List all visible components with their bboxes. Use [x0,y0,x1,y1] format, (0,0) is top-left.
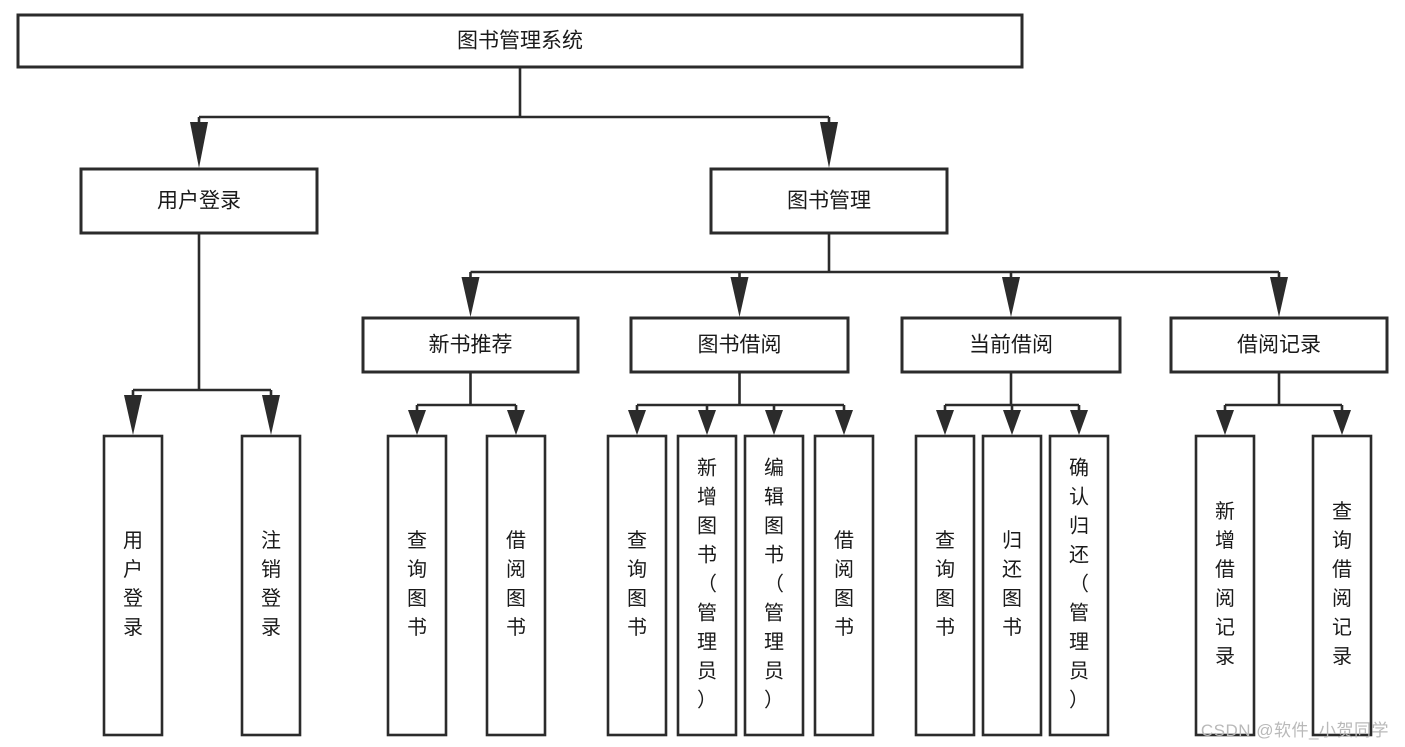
arrow-head-icon [1270,277,1288,317]
node-label: 新增借阅记录 [1215,500,1235,668]
node-leaf-add-borrow-record[interactable]: 新增借阅记录 [1194,434,1256,737]
arrow-head-icon [820,122,838,168]
node-book-manage[interactable]: 图书管理 [709,167,949,235]
node-leaf-edit-book[interactable]: 编辑图书（管理员） [743,434,805,737]
node-box[interactable] [981,434,1043,737]
node-borrow-record[interactable]: 借阅记录 [1169,316,1389,374]
node-label: 查询借阅记录 [1332,500,1352,668]
arrow-head-icon [408,410,426,435]
node-label: 图书管理 [787,190,871,213]
node-label: 新增图书（管理员） [697,457,717,712]
node-label: 图书管理系统 [457,30,583,53]
node-root[interactable]: 图书管理系统 [16,13,1024,69]
node-box[interactable] [1169,316,1389,374]
arrow-head-icon [190,122,208,168]
node-box[interactable] [813,434,875,737]
node-label: 查询图书 [407,529,427,639]
connector-conn-bookmanage-to-level3 [461,233,1288,317]
node-leaf-borrow-book[interactable]: 借阅图书 [813,434,875,737]
node-label: 确认归还（管理员） [1069,457,1089,712]
node-box[interactable] [606,434,668,737]
connector-conn-recommend-to-leaves [408,372,525,435]
node-label: 归还图书 [1002,529,1022,639]
arrow-head-icon [1333,410,1351,435]
connector-conn-borrow-to-leaves [628,372,853,435]
node-box[interactable] [676,434,738,737]
node-box[interactable] [361,316,580,374]
arrow-head-icon [461,277,480,317]
arrow-head-icon [698,410,716,435]
node-leaf-borrow-book-recommend[interactable]: 借阅图书 [485,434,547,737]
node-box[interactable] [743,434,805,737]
arrow-head-icon [1003,410,1021,435]
node-leaf-user-logout[interactable]: 注销登录 [240,434,302,737]
arrow-head-icon [1216,410,1234,435]
node-label: 当前借阅 [969,334,1053,357]
node-box[interactable] [240,434,302,737]
node-box[interactable] [386,434,448,737]
node-box[interactable] [102,434,164,737]
arrow-head-icon [262,395,280,435]
arrow-head-icon [730,277,749,317]
node-new-book-recommend[interactable]: 新书推荐 [361,316,580,374]
node-label: 借阅图书 [506,529,526,639]
node-label: 查询图书 [627,529,647,639]
node-box[interactable] [485,434,547,737]
node-label: 用户登录 [157,190,241,213]
node-current-borrow[interactable]: 当前借阅 [900,316,1122,374]
arrow-head-icon [124,395,142,435]
arrow-head-icon [1070,410,1088,435]
node-book-borrow[interactable]: 图书借阅 [629,316,850,374]
node-box[interactable] [709,167,949,235]
connector-conn-root-to-level2 [190,67,838,168]
connector-conn-userlogin-to-leaves [124,233,280,435]
node-user-login[interactable]: 用户登录 [79,167,319,235]
node-box[interactable] [914,434,976,737]
arrow-head-icon [628,410,646,435]
arrow-head-icon [765,410,783,435]
node-label: 借阅记录 [1237,334,1321,357]
node-box[interactable] [1194,434,1256,737]
arrow-head-icon [507,410,525,435]
node-box[interactable] [79,167,319,235]
node-label: 查询图书 [935,529,955,639]
node-label: 编辑图书（管理员） [764,457,784,712]
connector-conn-current-to-leaves [936,372,1088,435]
node-box[interactable] [629,316,850,374]
node-leaf-add-book[interactable]: 新增图书（管理员） [676,434,738,737]
node-leaf-query-book-current[interactable]: 查询图书 [914,434,976,737]
node-label: 注销登录 [261,529,281,639]
node-leaf-user-login[interactable]: 用户登录 [102,434,164,737]
node-label: 图书借阅 [698,334,782,357]
node-box[interactable] [16,13,1024,69]
node-leaf-query-borrow-record[interactable]: 查询借阅记录 [1311,434,1373,737]
node-box[interactable] [1048,434,1110,737]
arrow-head-icon [835,410,853,435]
node-layer: 图书管理系统用户登录图书管理新书推荐图书借阅当前借阅借阅记录用户登录注销登录查询… [16,13,1389,737]
node-box[interactable] [1311,434,1373,737]
node-box[interactable] [900,316,1122,374]
connector-conn-record-to-leaves [1216,372,1351,435]
arrow-head-icon [1002,277,1020,317]
node-label: 借阅图书 [834,529,854,639]
node-leaf-query-book-borrow[interactable]: 查询图书 [606,434,668,737]
connector-layer [124,67,1351,435]
node-label: 用户登录 [123,530,143,639]
node-leaf-confirm-return[interactable]: 确认归还（管理员） [1048,434,1110,737]
node-leaf-return-book[interactable]: 归还图书 [981,434,1043,737]
arrow-head-icon [936,410,954,435]
node-leaf-query-book-recommend[interactable]: 查询图书 [386,434,448,737]
node-label: 新书推荐 [429,334,513,357]
